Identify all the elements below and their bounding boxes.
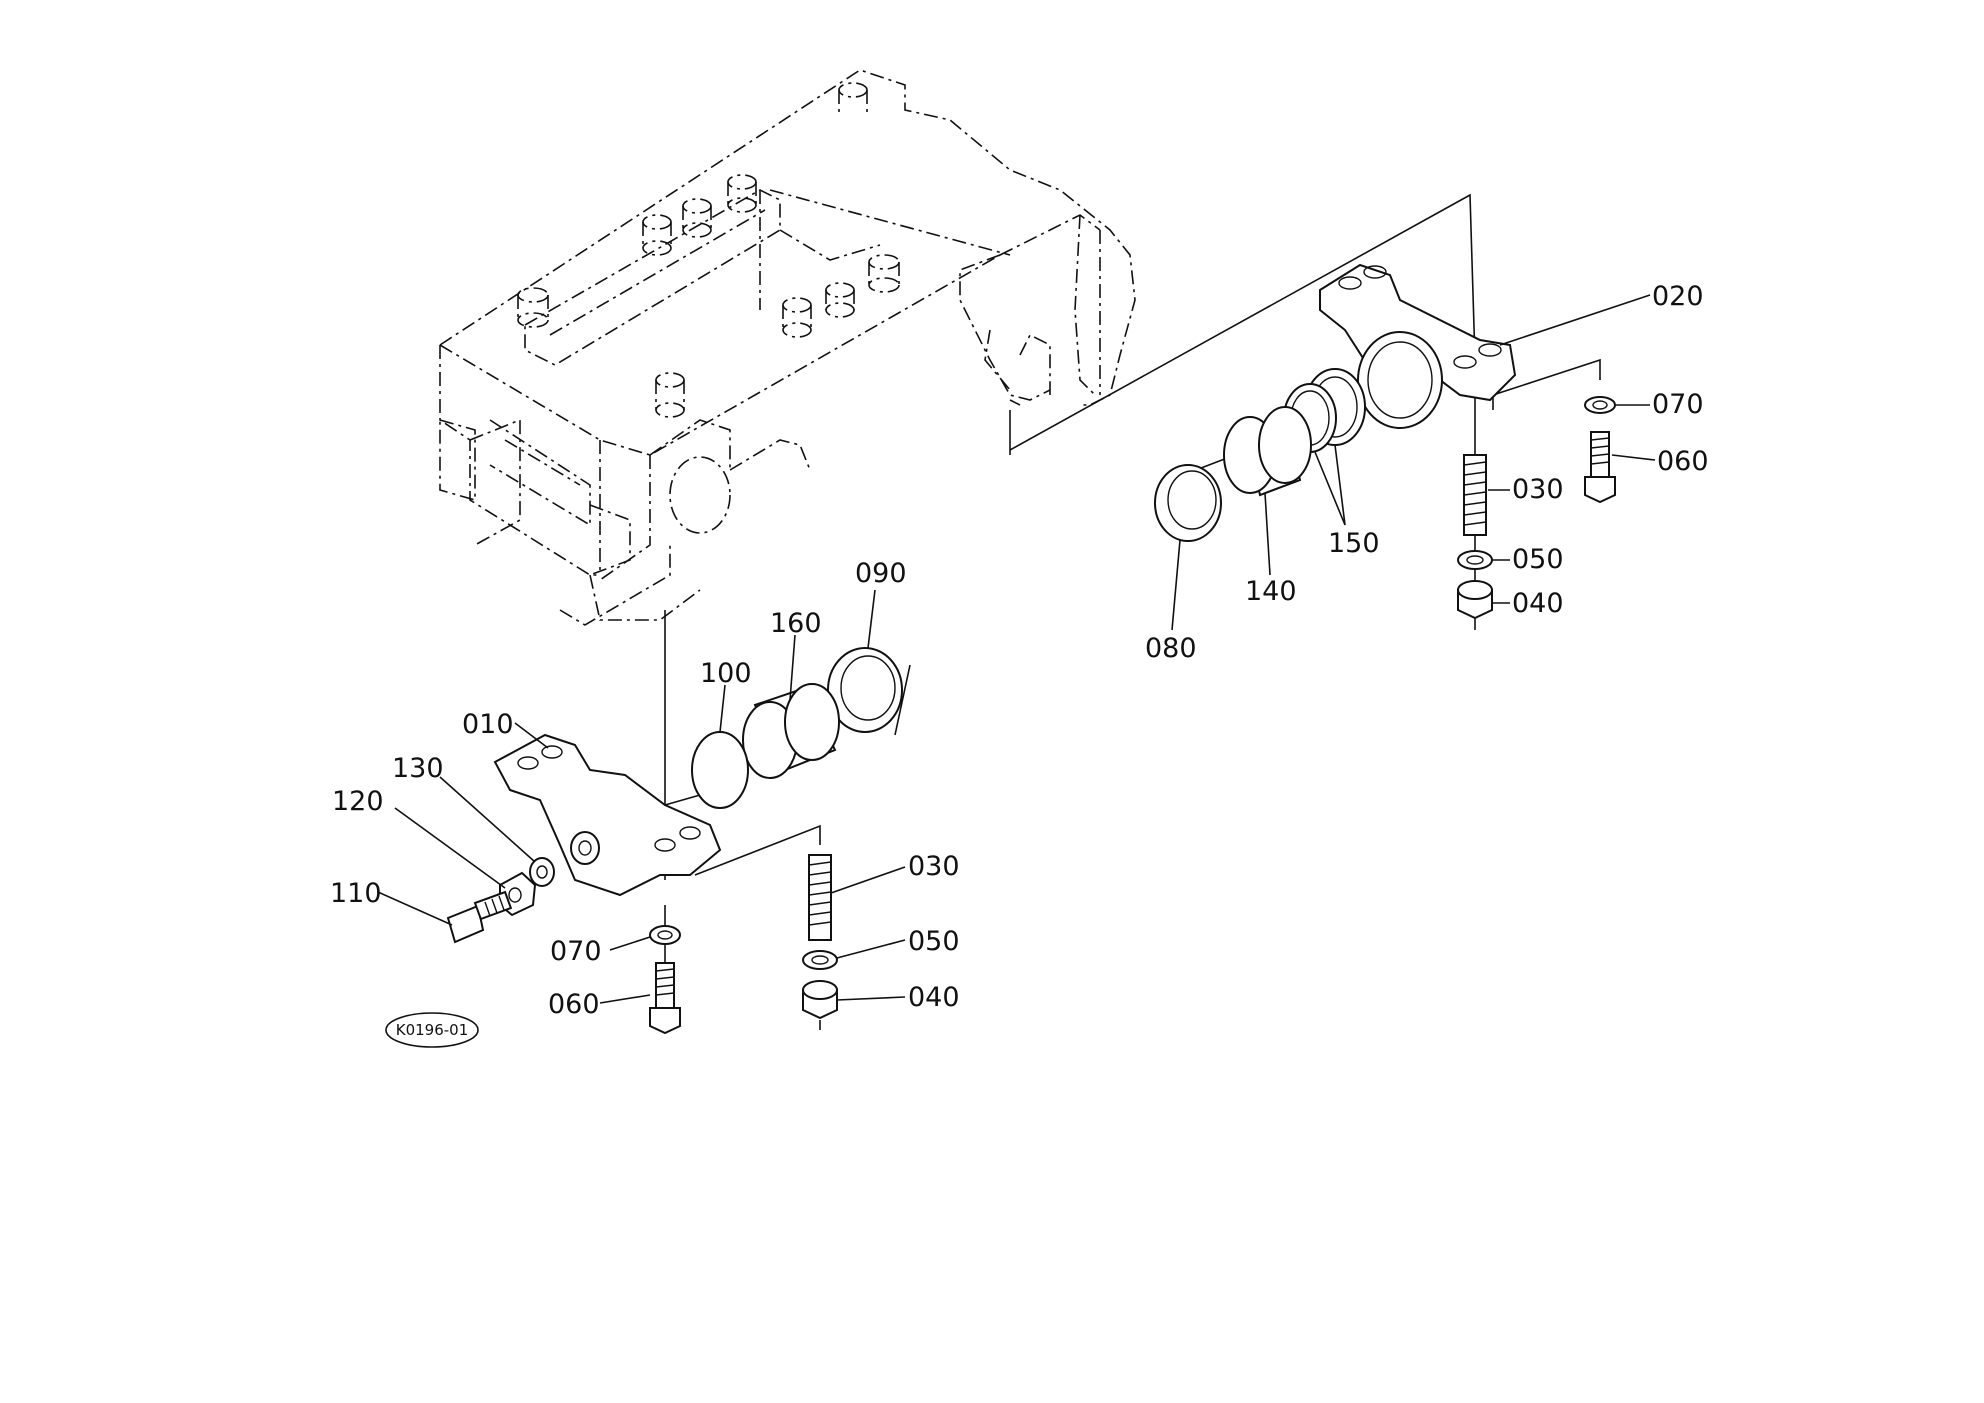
part-060-bolt-right [1584, 431, 1616, 504]
callout-010: 010 [462, 709, 514, 740]
part-040-nut-right [1457, 580, 1493, 620]
callout-060-left: 060 [548, 989, 600, 1020]
part-030-stud-right [1463, 454, 1487, 536]
callout-090: 090 [855, 558, 907, 589]
part-040-nut-left [802, 980, 838, 1020]
callout-140: 140 [1245, 576, 1297, 607]
callout-150: 150 [1328, 528, 1380, 559]
callout-050-left: 050 [908, 926, 960, 957]
part-030-stud-left [808, 854, 832, 941]
callout-labels: 020 070 060 030 050 040 150 140 080 090 … [330, 281, 1709, 1020]
part-060-bolt-left [649, 962, 681, 1035]
housing-bosses [517, 82, 900, 418]
part-050-washer-right [1457, 550, 1493, 570]
callout-030-right: 030 [1512, 474, 1564, 505]
part-080-ring [1154, 464, 1222, 542]
callout-040-right: 040 [1512, 588, 1564, 619]
callout-leaders [377, 294, 1656, 1004]
axle-housing-phantom [439, 69, 1136, 626]
figure-code-badge: K0196-01 [385, 1012, 479, 1048]
part-110-bolt [446, 890, 513, 944]
callout-110: 110 [330, 878, 382, 909]
callout-060-right: 060 [1657, 446, 1709, 477]
callout-100: 100 [700, 658, 752, 689]
callout-070-left: 070 [550, 936, 602, 967]
callout-030-left: 030 [908, 851, 960, 882]
part-010-bracket-left [493, 733, 722, 897]
callout-040-left: 040 [908, 982, 960, 1013]
part-020-bracket-right [1319, 263, 1517, 429]
part-100-ring [691, 731, 749, 809]
part-160-bushing [742, 683, 840, 779]
part-140-bushing [1223, 406, 1312, 497]
callout-080: 080 [1145, 633, 1197, 664]
callout-130: 130 [392, 753, 444, 784]
callout-120: 120 [332, 786, 384, 817]
part-070-washer-left [649, 925, 681, 945]
callout-050-right: 050 [1512, 544, 1564, 575]
part-070-washer-right [1584, 396, 1616, 414]
part-130-washer [529, 857, 555, 887]
callout-160: 160 [770, 608, 822, 639]
part-050-washer-left [802, 950, 838, 970]
figure-code: K0196-01 [396, 1021, 469, 1039]
callout-020: 020 [1652, 281, 1704, 312]
callout-070-right: 070 [1652, 389, 1704, 420]
